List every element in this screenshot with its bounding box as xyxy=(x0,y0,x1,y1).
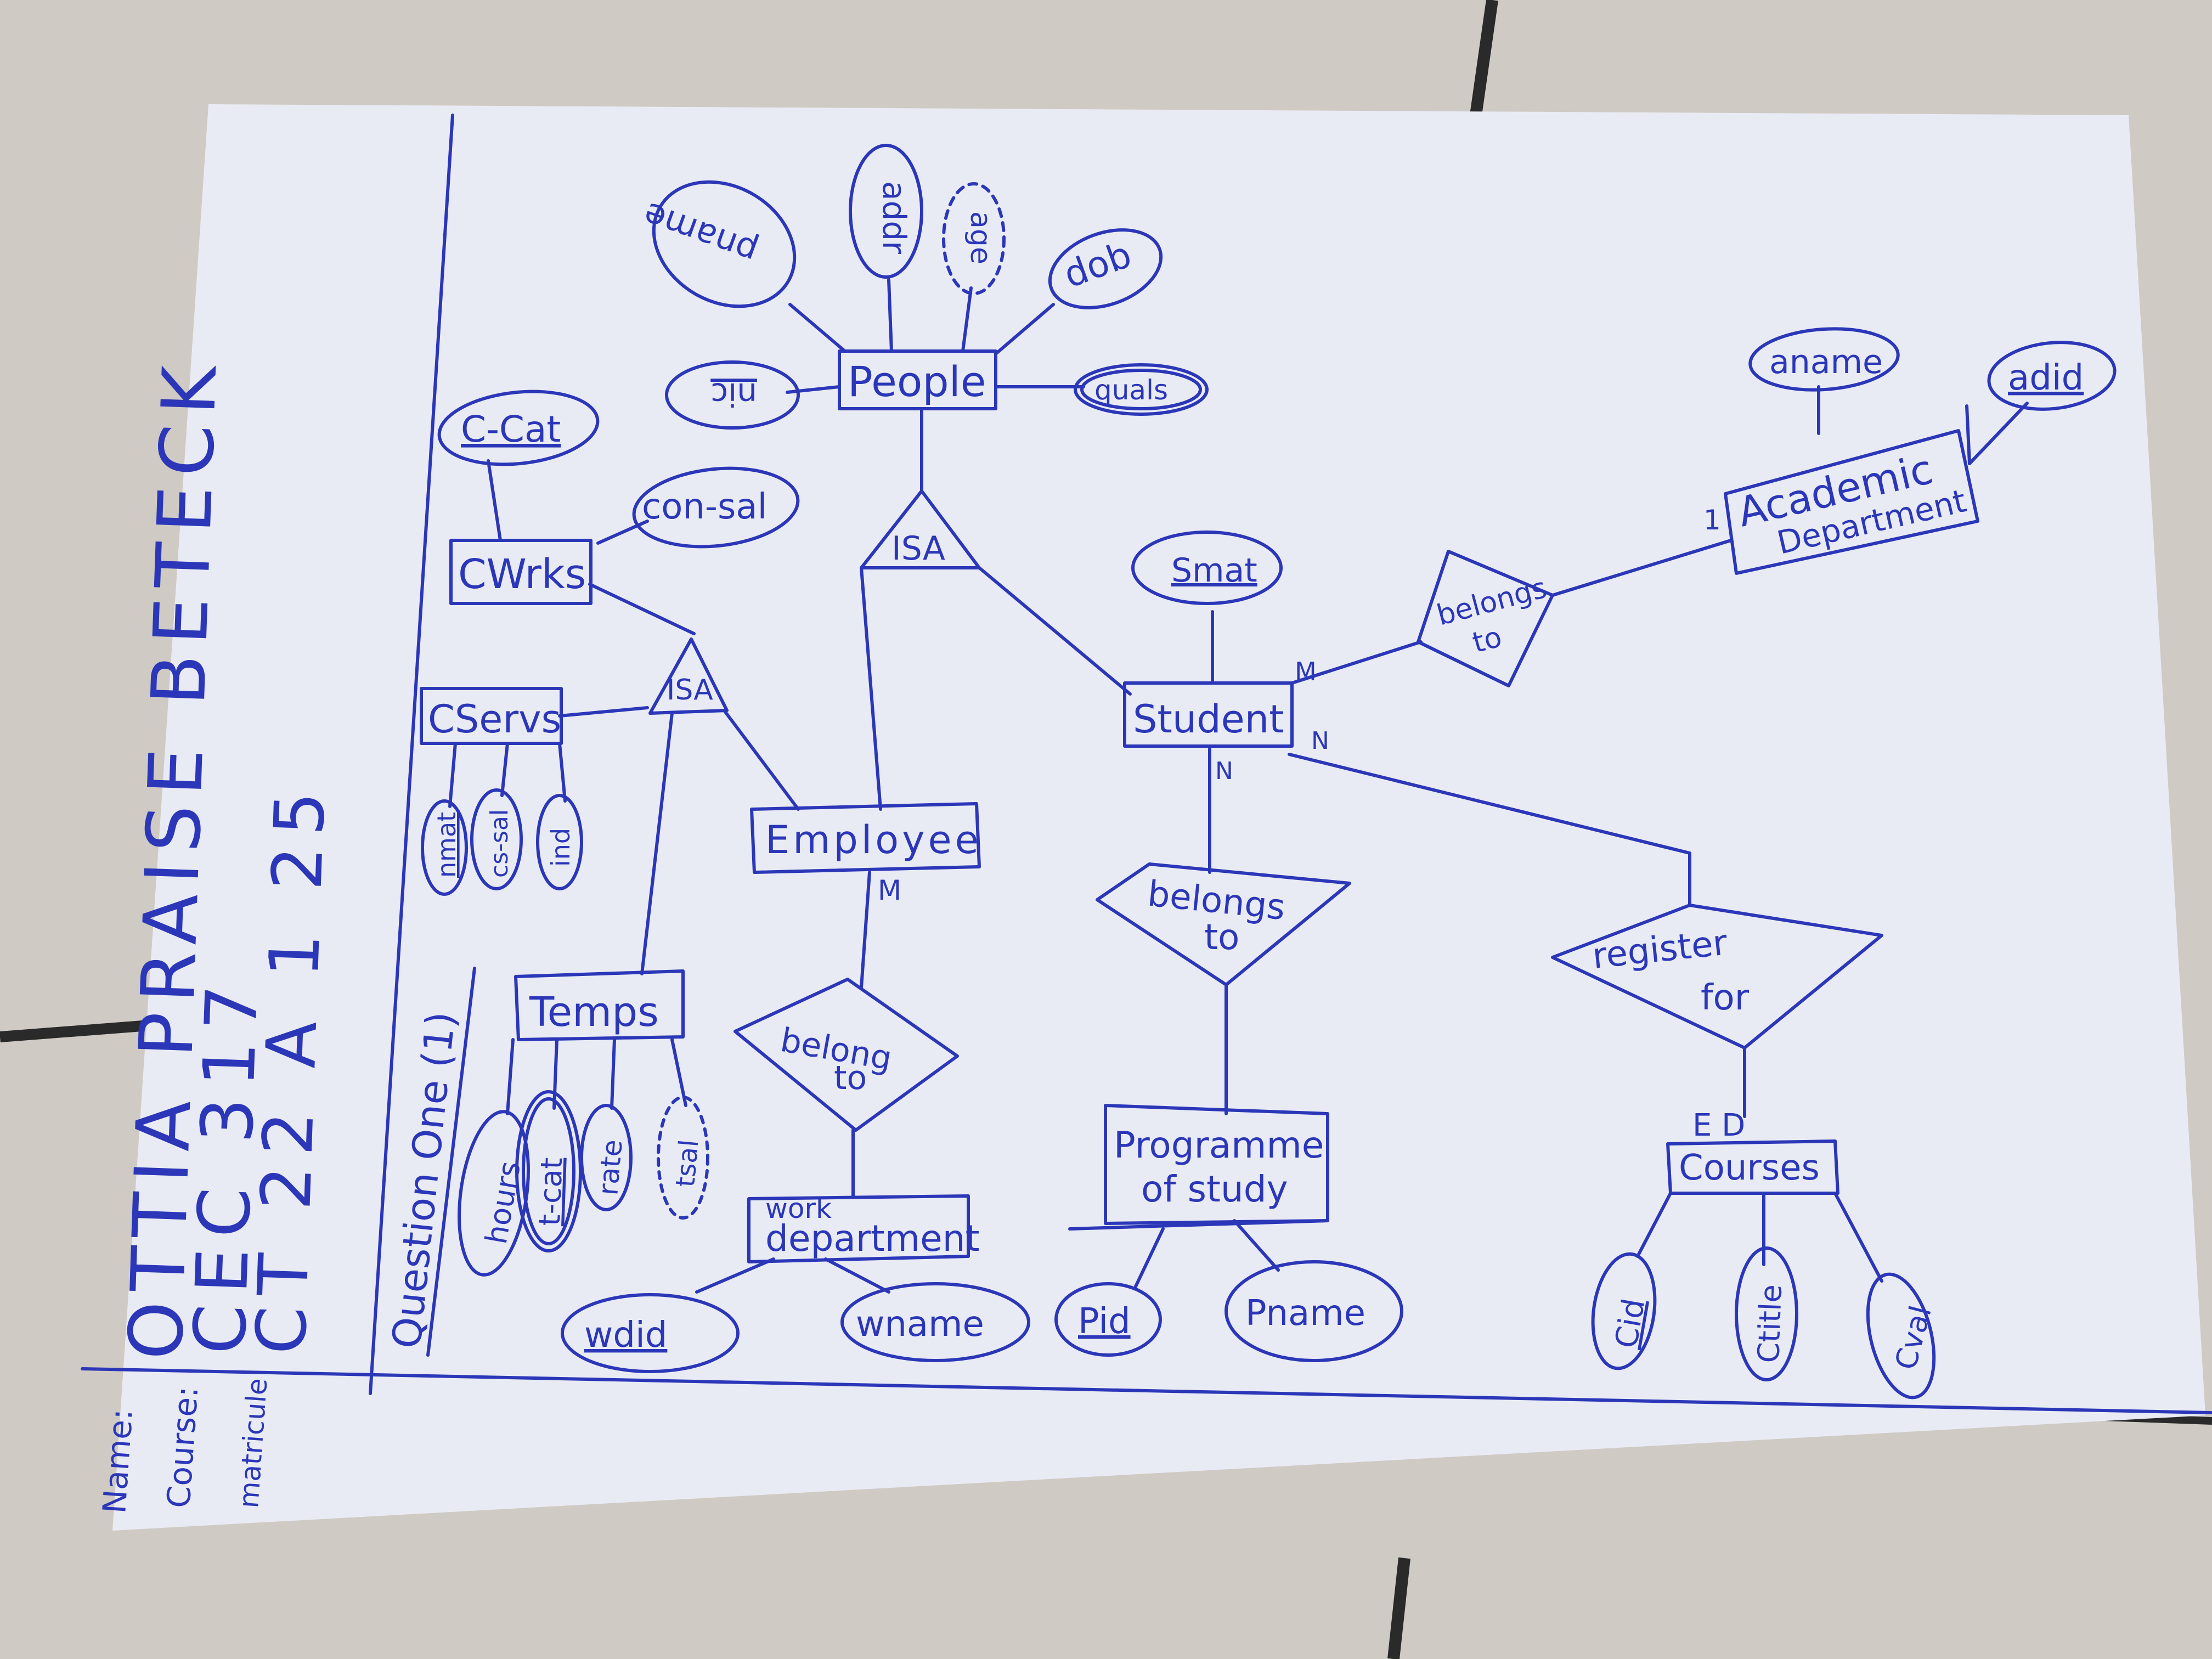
attr-c-cat-label: C-Cat xyxy=(461,408,561,450)
attr-aname: aname xyxy=(1748,327,1900,392)
card-student-courses: N xyxy=(1311,727,1329,755)
entity-courses-label: Courses xyxy=(1679,1148,1820,1188)
entity-cwrks-label: CWrks xyxy=(458,551,586,598)
attr-wname-label: wname xyxy=(856,1304,984,1345)
card-courses-side: E D xyxy=(1692,1108,1745,1143)
tile-grout xyxy=(1470,0,1498,116)
entity-temps-label: Temps xyxy=(529,989,659,1036)
card-student-programme: N xyxy=(1215,757,1233,785)
attr-wdid: wdid xyxy=(561,1293,740,1373)
attr-addr-label: addr xyxy=(876,181,913,254)
attr-ctitle: Ctitle xyxy=(1735,1246,1798,1381)
attr-wname: wname xyxy=(840,1282,1030,1362)
attr-addr: addr xyxy=(849,144,923,279)
attr-c-cat: C-Cat xyxy=(437,390,600,466)
work-department-line2: department xyxy=(765,1217,979,1260)
attr-wdid-label: wdid xyxy=(584,1315,667,1356)
card-employee-work: M xyxy=(878,874,901,906)
rel-belongs-to-programme-line2: to xyxy=(1204,917,1239,958)
entity-people: People xyxy=(838,349,997,410)
entity-employee: Employee xyxy=(750,802,982,874)
name-label: Name: xyxy=(95,1408,140,1515)
attr-ind-label: ind xyxy=(546,828,575,867)
isa-employee-label: ISA xyxy=(667,674,713,707)
attr-nmat: nmat xyxy=(421,799,468,896)
attr-ctitle-label: Ctitle xyxy=(1751,1284,1788,1363)
attr-adid-label: adid xyxy=(2008,358,2084,398)
card-academic-side: 1 xyxy=(1703,504,1721,536)
attr-tsal: tsal xyxy=(657,1096,709,1220)
attr-con-sal: con-sal xyxy=(632,466,800,549)
attr-t-cat: t-cat xyxy=(515,1090,582,1252)
attr-pname2: Pname xyxy=(1224,1260,1403,1362)
card-student-academic: M xyxy=(1295,657,1317,686)
attr-age: age xyxy=(942,182,1006,295)
entity-courses: Courses xyxy=(1666,1139,1839,1195)
attr-cid: Cid xyxy=(1591,1252,1657,1370)
attr-con-sal-label: con-sal xyxy=(642,487,767,527)
entity-temps: Temps xyxy=(514,969,685,1041)
attr-cid-label: Cid xyxy=(1609,1296,1652,1351)
paper-sheet xyxy=(112,104,2205,1531)
attr-aname-label: aname xyxy=(1769,343,1883,381)
attr-age-label: age xyxy=(964,211,997,264)
attr-pid: Pid xyxy=(1054,1282,1162,1357)
attr-pid-label: Pid xyxy=(1078,1301,1131,1342)
connector-lines xyxy=(448,278,2029,1294)
rel-belong-to-line2: to xyxy=(834,1059,867,1097)
question-rule xyxy=(426,967,476,1357)
attr-smat-label: Smat xyxy=(1171,551,1257,590)
attr-smat: Smat xyxy=(1131,531,1283,605)
attr-pname2-label: Pname xyxy=(1245,1293,1365,1334)
attr-t-cat-label: t-cat xyxy=(532,1157,569,1227)
entity-student-label: Student xyxy=(1133,697,1284,742)
attr-quals: quals xyxy=(1074,363,1209,416)
entity-people-label: People xyxy=(848,357,986,406)
entity-work-department: work department xyxy=(747,1193,979,1263)
programme-line2: of study xyxy=(1141,1168,1288,1210)
attr-nmat-label: nmat xyxy=(432,812,461,878)
rel-register-for-line2: for xyxy=(1701,978,1750,1018)
entity-programme-of-study: Programme of study xyxy=(1068,1104,1329,1231)
attr-rate-label: rate xyxy=(592,1138,629,1197)
attr-adid: adid xyxy=(1987,341,2117,411)
attr-cs-sal-label: cs-sal xyxy=(486,809,514,878)
course-label: Course: xyxy=(160,1385,205,1509)
margin-line xyxy=(369,114,454,1395)
programme-line1: Programme xyxy=(1114,1124,1324,1166)
entity-cservs: CServs xyxy=(420,687,563,745)
bottom-rule xyxy=(81,1367,2212,1414)
isa-employee: ISA xyxy=(648,637,729,715)
attr-ind: ind xyxy=(536,794,583,890)
entity-cservs-label: CServs xyxy=(428,697,561,742)
attr-nic: nic xyxy=(665,360,800,430)
attr-tsal-label: tsal xyxy=(670,1138,704,1188)
entity-cwrks: CWrks xyxy=(449,539,592,605)
entity-student: Student xyxy=(1123,681,1294,748)
isa-people-label: ISA xyxy=(891,529,945,568)
attr-rate: rate xyxy=(580,1104,633,1211)
attr-cs-sal: cs-sal xyxy=(470,788,523,890)
attr-nic-label: nic xyxy=(710,376,757,413)
tile-grout xyxy=(0,1020,143,1042)
course-value: CEC 317 xyxy=(178,973,274,1356)
isa-people: ISA xyxy=(860,489,981,569)
work-department-line1: work xyxy=(765,1193,832,1224)
attr-quals-label: quals xyxy=(1094,374,1168,406)
tile-grout xyxy=(1387,1557,1410,1659)
entity-employee-label: Employee xyxy=(765,817,982,862)
